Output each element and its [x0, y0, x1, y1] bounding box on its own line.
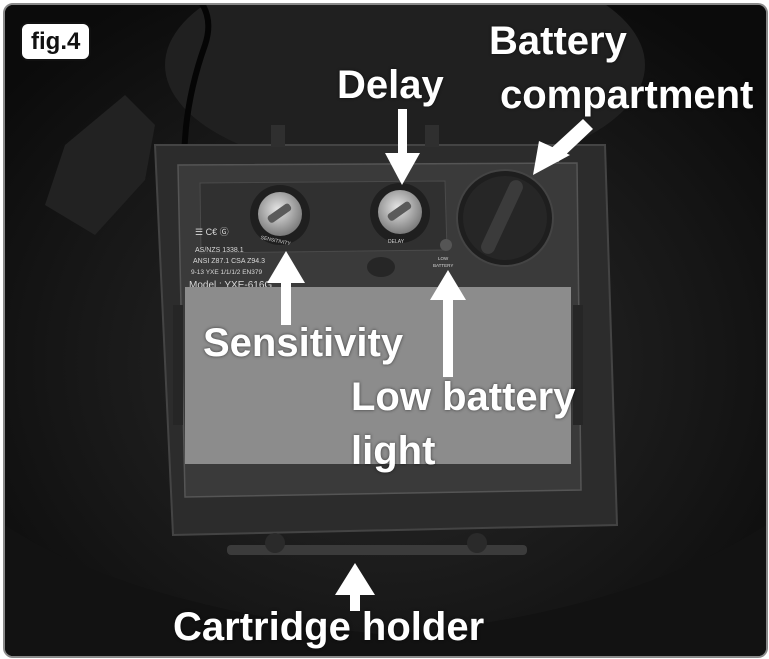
- callout-low-battery-line1: Low battery: [351, 375, 576, 419]
- standards-text: ☰ C€ Ⓖ AS/NZS 1338.1 ANSI Z87.1 CSA Z94.…: [189, 227, 272, 291]
- svg-text:☰ C€ Ⓖ: ☰ C€ Ⓖ: [195, 227, 229, 237]
- callout-sensitivity: Sensitivity: [203, 321, 404, 365]
- callout-cartridge-holder: Cartridge holder: [173, 605, 485, 649]
- holder-bar: [227, 545, 527, 555]
- svg-text:9-13 YXE 1/1/1/2 EN379: 9-13 YXE 1/1/1/2 EN379: [191, 269, 262, 276]
- photo-frame: SENSITIVITY DELAY LOW BATTERY ☰ C€ Ⓖ AS/…: [3, 3, 768, 658]
- viewing-window: [185, 287, 571, 464]
- figure-label: fig.4: [20, 22, 92, 61]
- svg-text:LOW: LOW: [438, 256, 449, 261]
- knob-right-label: DELAY: [388, 239, 405, 245]
- callout-battery-line2: compartment: [500, 73, 754, 117]
- svg-text:ANSI Z87.1 CSA Z94.3: ANSI Z87.1 CSA Z94.3: [193, 258, 265, 265]
- low-battery-led: LOW BATTERY: [433, 239, 453, 268]
- callout-arrows: [267, 109, 593, 611]
- callout-battery-line1: Battery: [489, 19, 627, 63]
- sensitivity-knob: SENSITIVITY: [250, 185, 310, 247]
- svg-text:BATTERY: BATTERY: [433, 263, 453, 268]
- svg-text:AS/NZS 1338.1: AS/NZS 1338.1: [195, 247, 244, 254]
- svg-text:Model : YXE-616G: Model : YXE-616G: [189, 280, 272, 291]
- callout-delay: Delay: [337, 63, 444, 107]
- delay-knob: DELAY: [370, 183, 430, 245]
- callout-low-battery-line2: light: [351, 429, 436, 473]
- welding-helmet-photo: SENSITIVITY DELAY LOW BATTERY ☰ C€ Ⓖ AS/…: [5, 5, 766, 656]
- battery-compartment: [456, 169, 554, 267]
